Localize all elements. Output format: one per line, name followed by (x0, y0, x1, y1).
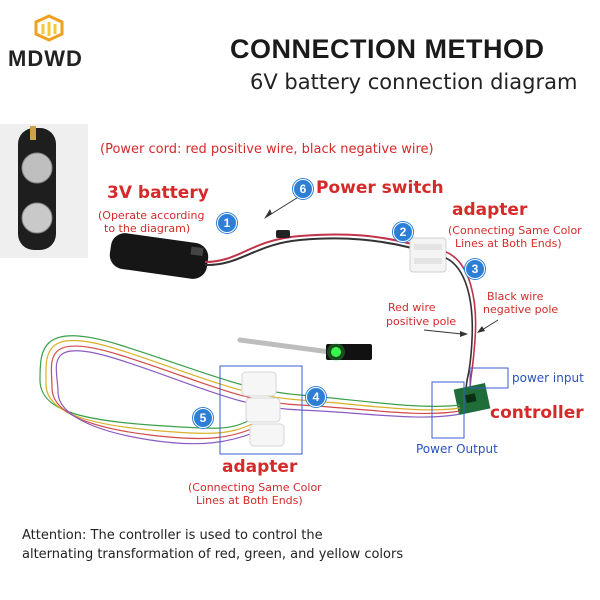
badge-6: 6 (293, 179, 313, 199)
badge-3: 3 (465, 259, 485, 279)
arrow-power-switch (264, 195, 301, 219)
battery-box (109, 233, 209, 279)
top-adapter (409, 237, 447, 273)
page-title: CONNECTION METHOD (230, 34, 545, 64)
arrow-black-wire (477, 319, 499, 333)
power-switch-label: Power switch (316, 178, 444, 198)
signal-light (237, 337, 372, 361)
battery-label: 3V battery (107, 183, 209, 203)
page-subtitle: 6V battery connection diagram (250, 70, 578, 94)
power-cord-note: (Power cord: red positive wire, black ne… (100, 142, 434, 157)
black-wire-line2: negative pole (483, 303, 559, 316)
red-wire-line2: positive pole (386, 315, 457, 328)
power-input-highlight-box (469, 367, 509, 389)
bottom-adapters (241, 371, 285, 447)
adapter-bottom-note-line1: (Connecting Same Color (188, 481, 322, 494)
controller-label: controller (490, 403, 584, 423)
controller-board (453, 382, 491, 416)
badge-4: 4 (306, 387, 326, 407)
arrow-red-wire (423, 329, 468, 337)
power-output-highlight-box (431, 381, 465, 439)
adapter-top-note-line1: (Connecting Same Color (448, 224, 582, 237)
attention-line1: Attention: The controller is used to con… (22, 528, 323, 543)
logo-mark (34, 14, 64, 46)
adapter-bottom-note-line2: Lines at Both Ends) (196, 494, 303, 507)
attention-line2: alternating transformation of red, green… (22, 547, 404, 562)
logo-text: MDWD (8, 46, 83, 71)
attention-note: Attention: The controller is used to con… (22, 526, 403, 564)
power-switch-body (276, 230, 290, 238)
power-output-label: Power Output (416, 442, 498, 456)
badge-5: 5 (193, 408, 213, 428)
adapter-top-label: adapter (452, 200, 528, 220)
battery-photo (0, 124, 88, 258)
battery-note-line1: (Operate according (98, 209, 205, 222)
badge-1: 1 (217, 213, 237, 233)
adapter-top-note-line2: Lines at Both Ends) (455, 237, 562, 250)
power-input-label: power input (512, 371, 584, 385)
battery-note-line2: to the diagram) (104, 222, 191, 235)
adapter-bottom-label: adapter (222, 457, 298, 477)
black-wire-line1: Black wire (487, 290, 544, 303)
red-wire-line1: Red wire (388, 301, 436, 314)
adapter-highlight-box (219, 365, 303, 455)
badge-2: 2 (393, 222, 413, 242)
